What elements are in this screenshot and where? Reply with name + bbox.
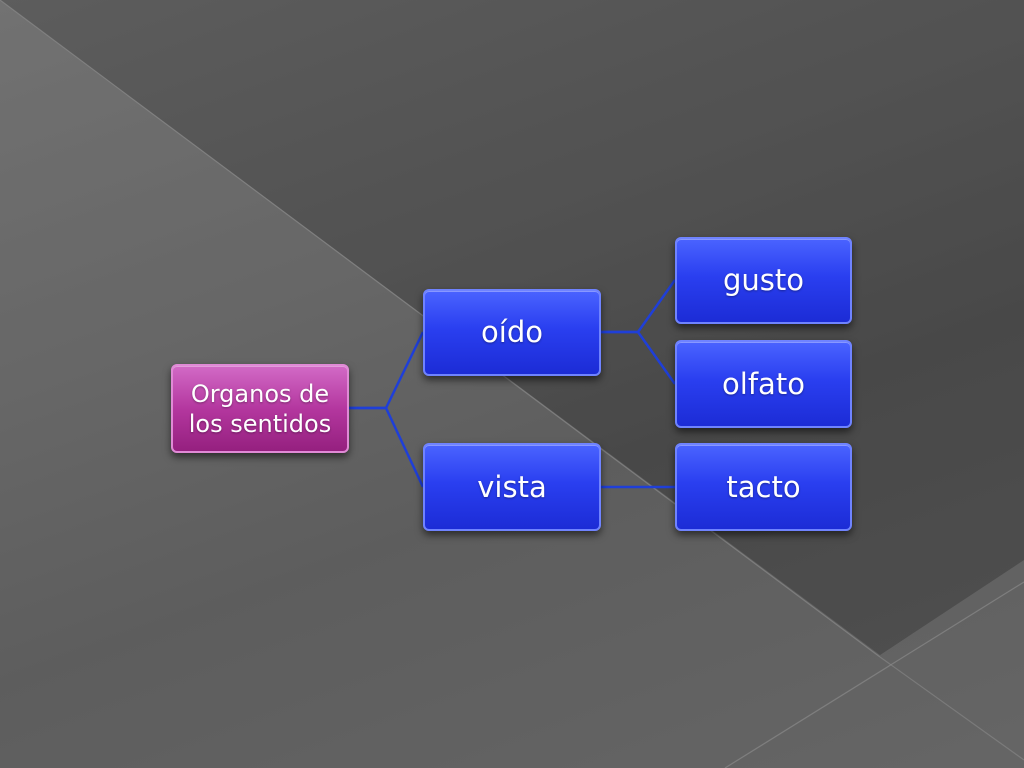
node-vista: vista [423,443,601,531]
connector-oido-gusto [601,279,677,334]
connector-oido-olfato [601,330,677,385]
node-gusto-label: gusto [722,263,804,298]
root-node-label-line2: los sentidos [188,409,332,438]
node-olfato-label: olfato [722,366,805,401]
node-vista-label: vista [477,469,547,504]
node-oido: oído [423,289,601,376]
root-node-organos-de-los-sentidos: Organos de los sentidos [171,364,349,453]
node-olfato: olfato [675,340,852,428]
connector-root-oido [349,331,425,410]
node-oido-label: oído [481,315,543,350]
node-tacto-label: tacto [726,469,801,504]
node-gusto: gusto [675,237,852,324]
root-node-label-line1: Organos de [190,379,330,408]
node-tacto: tacto [675,443,852,531]
connector-root-vista [349,406,425,488]
